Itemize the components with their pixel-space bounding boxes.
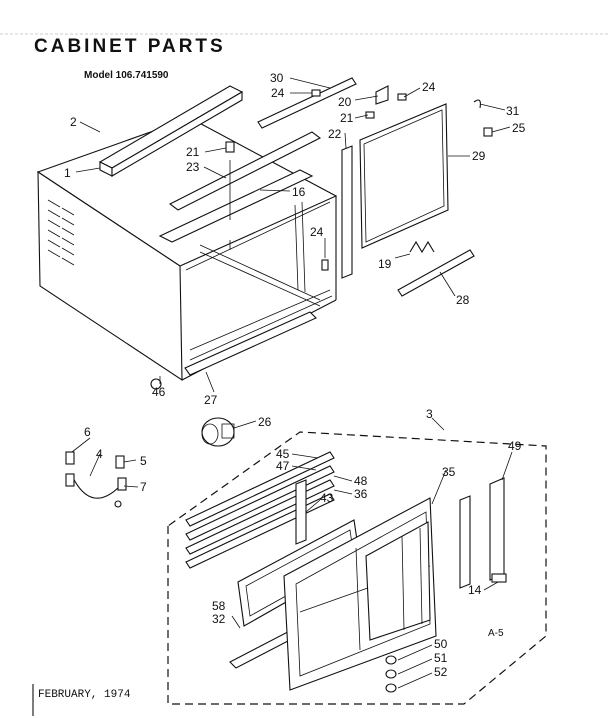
callout-28: 28 <box>456 293 470 307</box>
side-strip <box>341 145 353 279</box>
callout-52: 52 <box>434 665 448 679</box>
callout-35: 35 <box>442 465 456 479</box>
callout-48: 48 <box>354 474 368 488</box>
callout-47: 47 <box>276 459 290 473</box>
vertical-bar <box>295 479 307 545</box>
callout-23: 23 <box>186 160 200 174</box>
callout-50: 50 <box>434 637 448 651</box>
callout-16: 16 <box>292 185 306 199</box>
callout-51: 51 <box>434 651 448 665</box>
frame-group-outline <box>167 431 547 705</box>
callout-24c: 24 <box>310 225 324 239</box>
callout-14: 14 <box>468 583 482 597</box>
callout-3: 3 <box>426 407 433 421</box>
callout-30: 30 <box>270 71 284 85</box>
callout-labels: 2 1 21 23 16 30 24 20 24 21 22 31 25 29 … <box>64 71 526 679</box>
callout-2: 2 <box>70 115 77 129</box>
callout-31: 31 <box>506 104 520 118</box>
callout-43: 43 <box>320 491 334 505</box>
callout-26: 26 <box>258 415 272 429</box>
model-number: Model 106.741590 <box>84 70 169 81</box>
callout-21a: 21 <box>186 145 200 159</box>
page-title: CABINET PARTS <box>34 36 226 57</box>
callout-29: 29 <box>472 149 486 163</box>
callout-19: 19 <box>378 257 392 271</box>
callout-22: 22 <box>328 127 342 141</box>
callout-24b: 24 <box>422 80 436 94</box>
callout-49: 49 <box>508 439 522 453</box>
callout-32: 32 <box>212 612 226 626</box>
cable-assembly <box>65 451 127 508</box>
side-pieces <box>459 477 507 589</box>
callout-6: 6 <box>84 425 91 439</box>
callout-58: 58 <box>212 599 226 613</box>
callout-36: 36 <box>354 487 368 501</box>
fasteners <box>150 85 493 390</box>
bottom-strip <box>397 249 475 297</box>
callout-21b: 21 <box>340 111 354 125</box>
inner-rail <box>158 169 314 243</box>
callout-5: 5 <box>140 454 147 468</box>
callout-20: 20 <box>338 95 352 109</box>
grommet-part <box>201 417 235 447</box>
top-channel-rail <box>168 131 322 211</box>
callout-1: 1 <box>64 166 71 180</box>
sheet-number: A-5 <box>488 628 504 639</box>
side-panel <box>359 103 449 249</box>
top-strip <box>257 77 357 129</box>
callout-45: 45 <box>276 447 290 461</box>
leader-lines <box>71 77 513 689</box>
callout-27: 27 <box>204 393 218 407</box>
date-footer: FEBRUARY, 1974 <box>38 689 131 701</box>
front-frame <box>283 497 437 691</box>
callout-7: 7 <box>140 480 147 494</box>
callout-25: 25 <box>512 121 526 135</box>
callout-24a: 24 <box>271 86 285 100</box>
callout-46: 46 <box>152 385 166 399</box>
washers <box>385 655 397 693</box>
spring-clip <box>409 240 435 254</box>
callout-4: 4 <box>96 447 103 461</box>
